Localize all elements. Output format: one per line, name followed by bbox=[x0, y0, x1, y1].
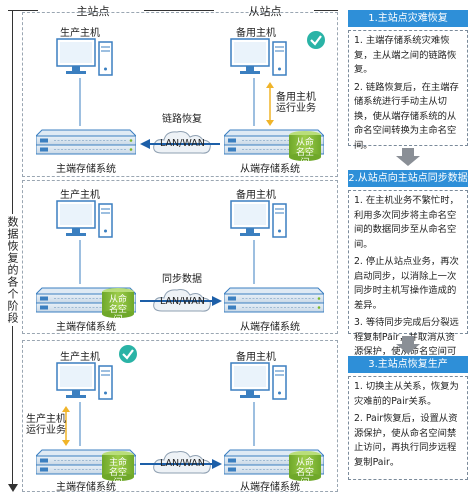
step-3-box: 1. 切换主从关系，恢复为灾难前的Pair关系。 2. Pair恢复后，设置从资… bbox=[348, 376, 468, 480]
stage-2-main-host-label: 生产主机 bbox=[60, 190, 100, 201]
step-1-item-1: 1. 主端存储系统灾难恢复，主从端之间的链路恢复。 bbox=[354, 35, 457, 75]
stage-2-main-storage-label: 主端存储系统 bbox=[56, 322, 116, 333]
stage-1-main-host-label: 生产主机 bbox=[60, 28, 100, 39]
production-host-icon bbox=[56, 38, 113, 76]
main-storage-icon bbox=[36, 129, 136, 155]
header-line-mid bbox=[144, 10, 214, 11]
backup-host-icon bbox=[230, 200, 287, 238]
step-3-item-2: 2. Pair恢复后，设置从资源保护，使从命名空间禁止访问，再执行同步远程复制P… bbox=[354, 413, 458, 468]
down-arrow-2-icon bbox=[396, 344, 420, 354]
stage-2-backup-storage-label: 从端存储系统 bbox=[240, 322, 300, 333]
timeline-arrow bbox=[8, 484, 18, 492]
step-2-box: 1. 在主机业务不繁忙时，利用多次同步将主命名空间的数据同步至从命名空间。 2.… bbox=[348, 190, 468, 372]
stage-3-main-cylinder-label: 主命名空间 bbox=[108, 458, 127, 488]
stage-3-main-host-label: 生产主机 bbox=[60, 352, 100, 363]
step-1-box: 1. 主端存储系统灾难恢复，主从端之间的链路恢复。 2. 链路恢复后，在主端存储… bbox=[348, 30, 468, 151]
step-3-title: 3.主站点恢复生产 bbox=[348, 356, 468, 373]
stage-2-panel bbox=[22, 180, 338, 334]
stage-2-cylinder-label: 从命名空间 bbox=[108, 295, 127, 325]
backup-site-title: 从站点 bbox=[248, 5, 282, 18]
stage-1-link-label: 链路恢复 bbox=[162, 114, 202, 125]
step-2-item-2: 2. 停止从站点业务，再次启动同步，以消除上一次同步时主机写操作造成的差异。 bbox=[354, 256, 459, 311]
stage-3-service-label: 生产主机运行业务 bbox=[26, 414, 66, 436]
check-icon bbox=[306, 30, 326, 50]
step-1-title: 1.主站点灾难恢复 bbox=[348, 10, 468, 27]
step-1-item-2: 2. 链路恢复后，在主端存储系统进行手动主从切换，使从端存储系统的从命名空间转换… bbox=[354, 81, 459, 151]
stage-3-backup-storage-label: 从端存储系统 bbox=[240, 482, 300, 493]
timeline-label: 数据恢复的各个阶段 bbox=[4, 214, 20, 326]
step-2-item-1: 1. 在主机业务不繁忙时，利用多次同步将主命名空间的数据同步至从命名空间。 bbox=[354, 195, 459, 250]
stage-1-main-storage-label: 主端存储系统 bbox=[56, 164, 116, 175]
stage-3-panel bbox=[22, 340, 338, 492]
stage-2-network-label: LAN/WAN bbox=[160, 296, 205, 307]
down-arrow-1-shaft bbox=[402, 148, 414, 156]
stage-1-service-label: 备用主机运行业务 bbox=[276, 92, 316, 114]
stage-3-network-label: LAN/WAN bbox=[160, 458, 205, 469]
stage-2-link-label: 同步数据 bbox=[162, 274, 202, 285]
stage-1-backup-storage-label: 从端存储系统 bbox=[240, 164, 300, 175]
check-icon bbox=[118, 344, 138, 364]
backup-host-icon bbox=[230, 38, 287, 76]
stage-3-diagram bbox=[36, 344, 324, 481]
stage-3-backup-host-label: 备用主机 bbox=[236, 352, 276, 363]
stage-1-cylinder-label: 从命名空间 bbox=[295, 138, 314, 168]
backup-storage-icon bbox=[224, 287, 324, 313]
stage-1-network-label: LAN/WAN bbox=[160, 138, 205, 149]
stage-3-backup-cylinder-label: 从命名空间 bbox=[295, 458, 314, 488]
stage-3-main-storage-label: 主端存储系统 bbox=[56, 482, 116, 493]
down-arrow-2-shaft bbox=[402, 336, 414, 344]
header-line-left bbox=[8, 10, 38, 11]
step-2-title: 2.从站点向主站点同步数据 bbox=[348, 170, 468, 187]
stage-1-diagram bbox=[36, 30, 326, 161]
step-3-item-1: 1. 切换主从关系，恢复为灾难前的Pair关系。 bbox=[354, 381, 459, 407]
production-host-icon bbox=[56, 362, 113, 400]
main-site-title: 主站点 bbox=[76, 5, 110, 18]
down-arrow-1-icon bbox=[396, 156, 420, 166]
stage-2-backup-host-label: 备用主机 bbox=[236, 190, 276, 201]
production-host-icon bbox=[56, 200, 113, 238]
stage-1-backup-host-label: 备用主机 bbox=[236, 28, 276, 39]
header-line-right bbox=[314, 10, 338, 11]
backup-host-icon bbox=[230, 362, 287, 400]
stage-2-diagram bbox=[36, 200, 324, 318]
diagram-canvas bbox=[36, 30, 326, 481]
stage-1-panel bbox=[22, 12, 338, 177]
